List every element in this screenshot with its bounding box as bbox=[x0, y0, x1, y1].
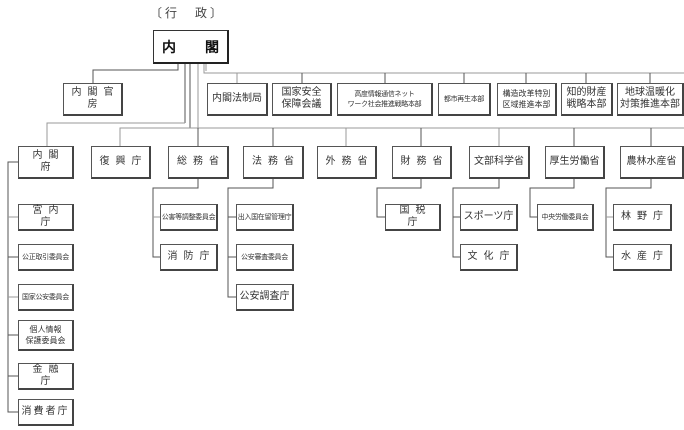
agency-box: 消費者庁 bbox=[18, 399, 74, 426]
cabinet-label-right: 閣 bbox=[205, 39, 219, 56]
cabinet-body-box: 内閣法制局 bbox=[207, 83, 268, 116]
ministry-box: 外務省 bbox=[317, 146, 377, 179]
agency-box: 中央労働委員会 bbox=[537, 204, 594, 231]
agency-box: 国家公安委員会 bbox=[18, 284, 74, 311]
cabinet-secretariat-box: 内閣官房 bbox=[63, 83, 123, 116]
agency-box: 公正取引委員会 bbox=[18, 244, 74, 271]
agency-box: 宮内庁 bbox=[18, 204, 74, 231]
ministry-box: 厚生労働省 bbox=[545, 146, 605, 179]
ministry-box: 内閣府 bbox=[18, 146, 74, 179]
cabinet-box: 内 閣 bbox=[153, 30, 229, 64]
cabinet-body-box: 構造改革特別 区域推進本部 bbox=[497, 83, 557, 116]
ministry-box: 農林水産省 bbox=[620, 146, 684, 179]
agency-box: 金融庁 bbox=[18, 363, 74, 390]
agency-box: 消防庁 bbox=[160, 244, 218, 271]
agency-box: 林野庁 bbox=[613, 204, 672, 231]
agency-box: 国税庁 bbox=[385, 204, 441, 231]
agency-box: 公安調査庁 bbox=[236, 284, 294, 311]
chart-title: 〔行 政〕 bbox=[150, 6, 226, 20]
cabinet-body-box: 地球温暖化 対策推進本部 bbox=[617, 83, 684, 116]
ministry-box: 文部科学省 bbox=[469, 146, 530, 179]
ministry-box: 法務省 bbox=[243, 146, 304, 179]
cabinet-body-box: 高度情報通信ネット ワーク社会推進戦略本部 bbox=[337, 83, 433, 116]
cabinet-body-box: 国家安全 保障会議 bbox=[272, 83, 332, 116]
cabinet-label-left: 内 bbox=[162, 39, 176, 56]
agency-box: 公害等調整委員会 bbox=[160, 204, 218, 231]
agency-box: スポーツ庁 bbox=[460, 204, 518, 231]
agency-box: 個人情報 保護委員会 bbox=[18, 320, 74, 351]
cabinet-body-box: 都市再生本部 bbox=[438, 83, 491, 116]
agency-box: 文化庁 bbox=[460, 244, 518, 271]
cabinet-body-box: 知的財産 戦略本部 bbox=[561, 83, 613, 116]
agency-box: 出入国在留管理庁 bbox=[236, 204, 294, 231]
ministry-box: 総務省 bbox=[168, 146, 229, 179]
agency-box: 水産庁 bbox=[613, 244, 672, 271]
ministry-box: 財務省 bbox=[392, 146, 452, 179]
agency-box: 公安審査委員会 bbox=[236, 244, 294, 271]
ministry-box: 復興庁 bbox=[91, 146, 151, 179]
